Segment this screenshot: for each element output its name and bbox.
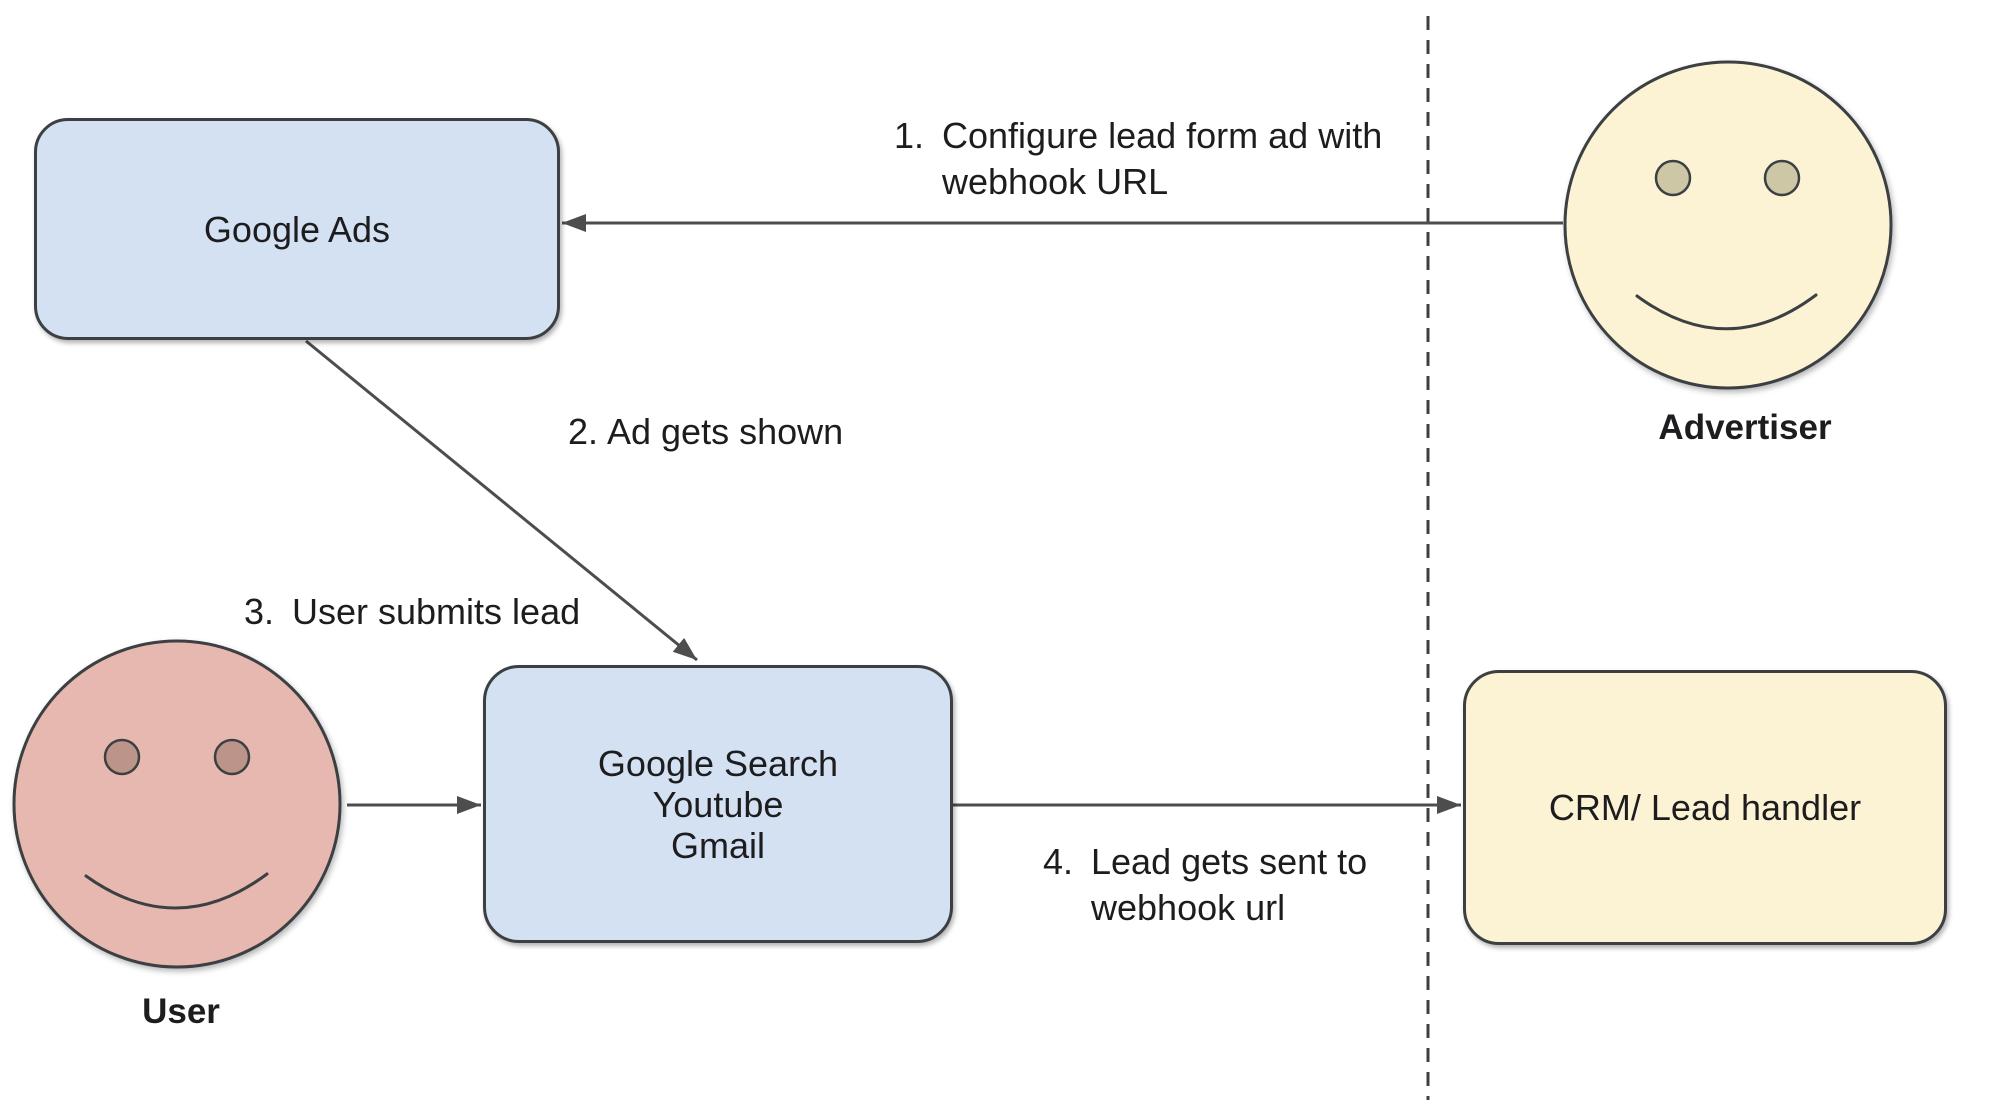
google-surfaces-node-line: Gmail bbox=[670, 824, 765, 866]
step-1-text: Configure lead form ad with webhook URL bbox=[942, 113, 1382, 205]
google-surfaces-node-line: Google Search bbox=[597, 742, 839, 784]
step-3-label: 3. User submits lead bbox=[244, 589, 580, 635]
user-left-eye-icon bbox=[103, 738, 141, 776]
arrow-2-ad-shown-connector bbox=[305, 339, 698, 662]
step-4-line: Lead gets sent to bbox=[1091, 841, 1368, 882]
user-right-eye-icon bbox=[213, 738, 251, 776]
user-smile-icon bbox=[84, 872, 269, 910]
step-2-label: 2. Ad gets shown bbox=[568, 409, 843, 455]
advertiser-left-eye-icon bbox=[1654, 159, 1692, 197]
step-3-line: User submits lead bbox=[292, 591, 581, 632]
user-face-icon bbox=[12, 639, 342, 969]
google-ads-node: Google Ads bbox=[34, 118, 560, 340]
google-surfaces-node: Google Search Youtube Gmail bbox=[483, 665, 953, 943]
step-1-line: webhook URL bbox=[942, 161, 1169, 202]
step-2-number: 2. bbox=[568, 411, 599, 452]
step-1-line: Configure lead form ad with bbox=[942, 115, 1383, 156]
step-2-text: Ad gets shown bbox=[607, 409, 843, 455]
step-1-label: 1. Configure lead form ad with webhook U… bbox=[894, 113, 1382, 205]
crm-node: CRM/ Lead handler bbox=[1463, 670, 1947, 945]
step-4-line: webhook url bbox=[1091, 887, 1286, 928]
advertiser-label: Advertiser bbox=[1658, 408, 1832, 447]
step-1-number: 1. bbox=[894, 115, 925, 156]
crm-node-label: CRM/ Lead handler bbox=[1548, 787, 1862, 828]
step-4-text: Lead gets sent to webhook url bbox=[1091, 839, 1367, 931]
advertiser-right-eye-icon bbox=[1763, 159, 1801, 197]
step-4-number: 4. bbox=[1043, 841, 1074, 882]
advertiser-smile-icon bbox=[1635, 293, 1818, 331]
step-3-text: User submits lead bbox=[292, 589, 580, 635]
step-3-number: 3. bbox=[244, 591, 275, 632]
step-4-label: 4. Lead gets sent to webhook url bbox=[1043, 839, 1367, 931]
advertiser-face-icon bbox=[1563, 60, 1893, 390]
user-label: User bbox=[142, 992, 220, 1031]
google-surfaces-node-line: Youtube bbox=[652, 783, 784, 825]
advertiser-head bbox=[1563, 60, 1893, 390]
step-2-line: Ad gets shown bbox=[607, 411, 844, 452]
user-head bbox=[12, 639, 342, 969]
google-ads-node-label: Google Ads bbox=[203, 208, 391, 250]
